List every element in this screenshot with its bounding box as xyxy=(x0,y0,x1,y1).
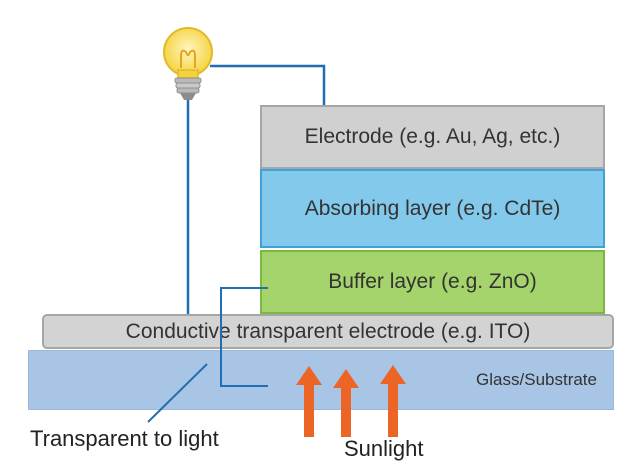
electrode-layer: Electrode (e.g. Au, Ag, etc.) xyxy=(260,105,605,169)
buffer-label: Buffer layer (e.g. ZnO) xyxy=(328,270,537,293)
conductive-label: Conductive transparent electrode (e.g. I… xyxy=(125,319,531,343)
wire-top-electrode xyxy=(210,64,326,106)
light-bulb-icon xyxy=(163,27,213,100)
absorbing-layer: Absorbing layer (e.g. CdTe) xyxy=(260,169,605,248)
sunlight-caption: Sunlight xyxy=(344,436,424,461)
sunlight-arrow-icon xyxy=(296,365,406,437)
electrode-label: Electrode (e.g. Au, Ag, etc.) xyxy=(304,125,561,148)
transparent-caption: Transparent to light xyxy=(30,426,219,451)
glass-substrate-layer: Glass/Substrate xyxy=(28,350,614,410)
buffer-layer: Buffer layer (e.g. ZnO) xyxy=(260,250,605,314)
conductive-electrode-layer: Conductive transparent electrode (e.g. I… xyxy=(42,314,614,349)
transparent-pointer-line xyxy=(147,363,208,423)
glass-label: Glass/Substrate xyxy=(476,370,597,389)
light-path-line xyxy=(220,287,268,387)
absorbing-label: Absorbing layer (e.g. CdTe) xyxy=(304,196,561,220)
